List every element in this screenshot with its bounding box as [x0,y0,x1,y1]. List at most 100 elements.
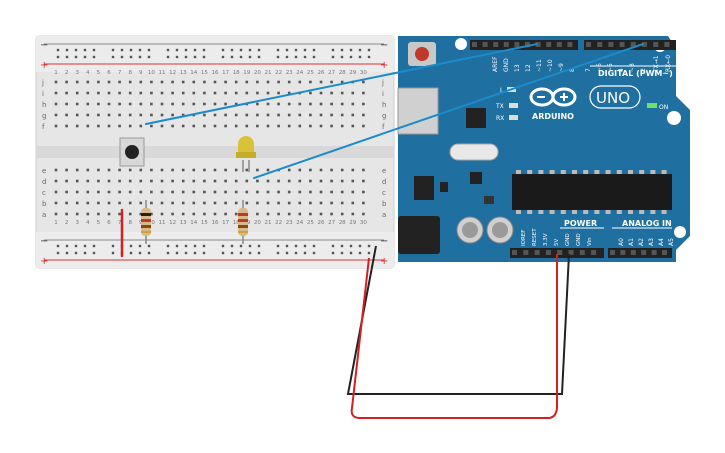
digital-pin-label: 8 [569,68,576,72]
rail-plus-top-right: + [380,60,388,71]
column-label: 25 [307,70,314,76]
row-label: d [382,178,386,186]
column-labels: 1122334455667788991010111112121313141415… [54,70,367,226]
analog-label: ANALOG IN [622,219,672,228]
column-label: 26 [318,220,325,226]
column-label: 23 [286,70,293,76]
led-yellow[interactable] [236,136,256,172]
row-label: a [382,211,386,219]
row-label: i [382,90,384,98]
column-label: 20 [254,70,261,76]
rail-minus-top-right: − [380,40,388,51]
wire-blue-led[interactable] [253,43,644,179]
power-header[interactable] [510,248,604,258]
column-label: 6 [107,70,111,76]
pushbutton[interactable] [119,137,145,167]
wire-blue-button[interactable] [145,43,538,125]
column-label: 29 [349,220,356,226]
column-label: 24 [296,70,303,76]
column-label: 17 [222,70,229,76]
digital-pin-label: ~5 [607,63,614,72]
digital-pin-label: AREF [492,56,499,72]
analog-pin-label: A2 [638,238,645,246]
row-label: h [42,101,46,109]
row-label: i [42,90,44,98]
resistor-2[interactable] [238,200,248,244]
column-label: 3 [75,220,79,226]
digital-pin-label: RX←0 [665,55,672,72]
column-label: 11 [159,70,166,76]
column-label: 11 [159,220,166,226]
column-label: 4 [86,70,90,76]
column-label: 21 [265,70,272,76]
digital-header-right[interactable] [584,40,676,50]
power-pin-label: GND [576,233,582,246]
column-label: 29 [349,70,356,76]
column-label: 12 [169,220,176,226]
column-label: 8 [128,70,132,76]
column-label: 7 [118,220,122,226]
column-label: 6 [107,220,111,226]
power-pin-label: 3.3V [543,233,549,246]
power-pin-label: Vin [587,237,593,246]
column-label: 22 [275,70,282,76]
analog-header[interactable] [608,248,672,258]
wire-red-power[interactable] [350,254,558,419]
row-label: j [381,79,384,87]
power-jack [398,216,440,254]
rail-plus-top: + [40,60,48,71]
column-label: 8 [128,220,132,226]
column-label: 4 [86,220,90,226]
column-label: 9 [139,70,143,76]
row-label: e [42,167,46,175]
row-label: h [382,101,386,109]
resistor-1[interactable] [141,200,151,244]
column-label: 20 [254,220,261,226]
column-label: 30 [360,220,367,226]
column-label: 26 [318,70,325,76]
column-label: 14 [190,220,197,226]
digital-pin-label: ~11 [536,59,543,72]
power-pin-label: GND [565,233,571,246]
digital-pin-label: 4 [618,68,625,72]
analog-pin-label: A3 [648,238,655,246]
row-label: a [42,211,46,219]
column-label: 1 [54,70,58,76]
analog-pin-label: A4 [658,238,665,246]
row-label: e [382,167,386,175]
column-label: 28 [339,220,346,226]
row-label: f [382,123,385,131]
column-label: 12 [169,70,176,76]
arduino-logo-icon [529,87,577,107]
digital-label: DIGITAL (PWM~) [598,69,673,78]
power-pin-label: 5V [554,239,560,246]
microcontroller-chip [512,174,672,210]
column-label: 2 [65,220,69,226]
digital-pin-label: ~3 [629,63,636,72]
digital-header-left[interactable] [470,40,578,50]
column-label: 13 [180,70,187,76]
rail-plus-bottom-right: + [380,256,388,267]
power-pin-label: RESET [532,228,538,246]
power-pin-label: IOREF [521,230,527,246]
column-label: 7 [118,70,122,76]
digital-pin-label: GND [503,58,510,72]
row-label: c [42,189,46,197]
analog-pin-label: A0 [618,238,625,246]
digital-pin-label: ~6 [596,63,603,72]
column-label: 25 [307,220,314,226]
row-label: j [41,79,44,87]
rail-plus-bottom: + [40,256,48,267]
column-label: 22 [275,220,282,226]
digital-pin-label: 2 [640,68,647,72]
column-label: 27 [328,220,335,226]
digital-pin-label: 12 [525,64,532,72]
row-label: g [382,112,386,120]
led-tx-label: TX [495,103,504,110]
column-label: 14 [190,70,197,76]
